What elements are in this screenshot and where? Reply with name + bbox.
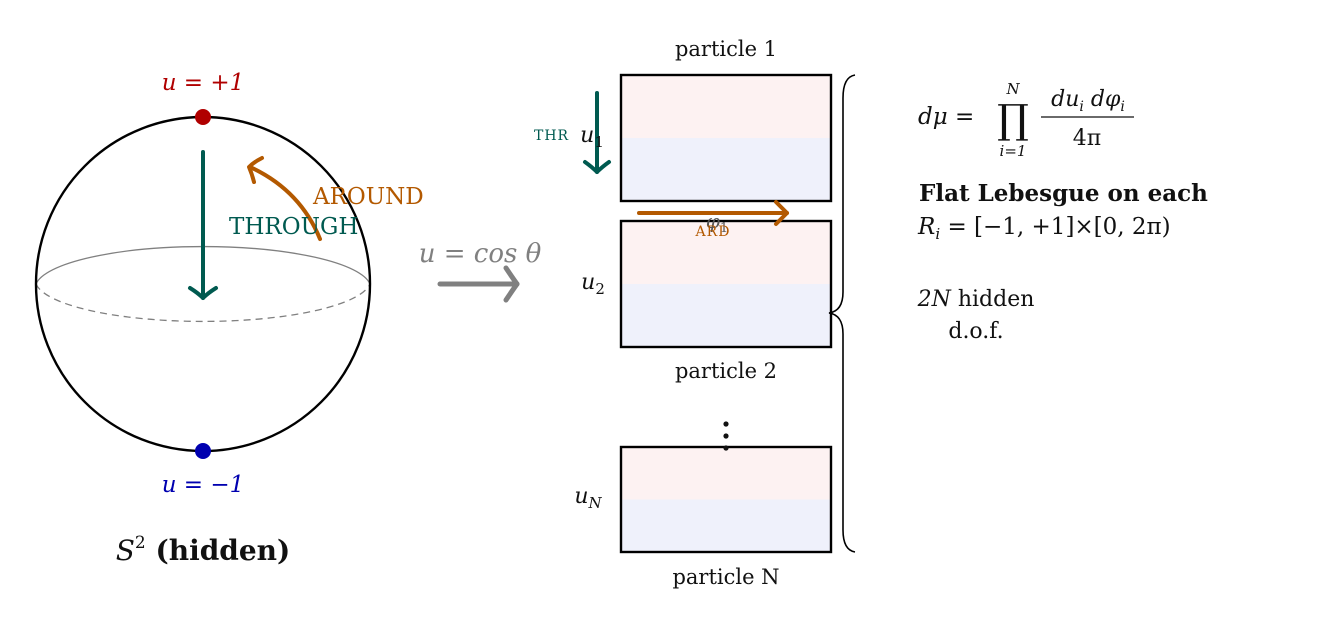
vertical-ellipsis	[723, 421, 729, 451]
map-label: u = cos θ	[419, 239, 542, 269]
sphere-caption: S2 (hidden)	[116, 533, 291, 567]
particle-2-box	[619, 219, 833, 349]
particle-n: particle N uN	[574, 445, 833, 589]
south-pole-label: u = −1	[162, 472, 245, 498]
map-arrow	[437, 265, 520, 303]
fraction-denominator: 4π	[1073, 126, 1101, 151]
measure-lhs: dμ =	[918, 104, 974, 130]
particle-1-box	[619, 73, 833, 203]
inset-ard-label: ARD	[695, 224, 731, 240]
dof-line-2: d.o.f.	[948, 319, 1003, 344]
measure-formula: dμ = N ∏ i=1 dui dφi 4π Flat Lebesgue on…	[917, 80, 1208, 243]
sphere: u = +1 u = −1 AROUND THROUGH S2 (hidden)	[34, 70, 424, 567]
north-pole-dot	[195, 109, 211, 125]
through-arrow	[188, 150, 218, 300]
product-upper: N	[1005, 80, 1020, 98]
inset-through-arrow	[583, 91, 611, 174]
inset-thr-label: THR	[534, 128, 569, 144]
equator-front	[35, 283, 371, 323]
around-arrow	[247, 156, 322, 241]
curly-brace	[828, 74, 856, 553]
flat-lebesgue-heading: Flat Lebesgue on each	[919, 180, 1208, 207]
around-label: AROUND	[312, 184, 424, 210]
through-label: THROUGH	[229, 214, 358, 240]
inset-around-arrow	[637, 200, 789, 226]
particle-2-name: particle 2	[675, 359, 777, 383]
particle-2-u-label: u2	[581, 270, 605, 298]
south-pole-dot	[195, 443, 211, 459]
dof-label: 2N hidden d.o.f.	[917, 287, 1035, 344]
caption-s: S	[116, 534, 135, 567]
product-lower: i=1	[1000, 142, 1027, 160]
particle-1-u-label: u1	[580, 123, 604, 151]
region-definition: Ri = [−1, +1]×[0, 2π)	[917, 214, 1171, 243]
particle-1-name: particle 1	[675, 37, 777, 61]
particle-n-name: particle N	[672, 565, 779, 589]
caption-hidden: (hidden)	[146, 534, 291, 567]
particle-n-u-label: uN	[574, 484, 602, 512]
particle-1: particle 1	[619, 37, 833, 203]
fraction-numerator: dui dφi	[1051, 87, 1125, 115]
particle-2: particle 2 u2	[581, 219, 833, 383]
caption-sup: 2	[135, 533, 146, 553]
dof-line-1: 2N hidden	[917, 287, 1035, 312]
product-symbol: ∏	[997, 97, 1029, 143]
particle-n-box	[619, 445, 833, 554]
north-pole-label: u = +1	[162, 70, 245, 96]
